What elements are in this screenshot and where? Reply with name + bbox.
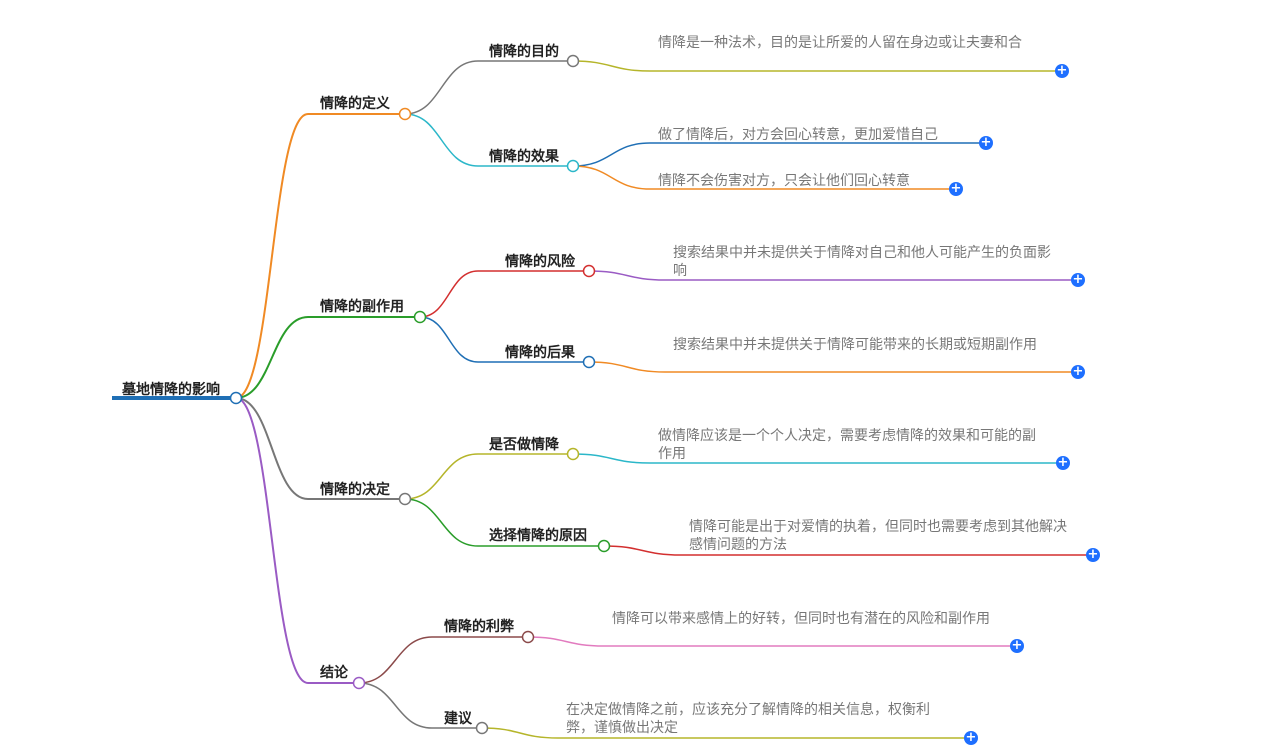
subtopic: 情降的后果 <box>505 345 575 361</box>
subtopic: 情降的目的 <box>489 44 559 60</box>
expand-plus-icon[interactable]: + <box>979 135 993 150</box>
leaf-text: 情降可以带来感情上的好转，但同时也有潜在的风险和副作用 <box>612 611 990 627</box>
subtopic-connector <box>404 498 479 547</box>
subtopic: 是否做情降 <box>489 437 559 453</box>
subtopic-connector <box>404 113 479 167</box>
branch-topic: 结论 <box>320 665 348 681</box>
leaf-connector <box>527 636 605 647</box>
leaf-connector <box>572 142 651 167</box>
branch-connector <box>235 113 309 399</box>
subtopic-node <box>566 159 580 173</box>
leaf-connector <box>572 453 651 464</box>
expand-plus-icon[interactable]: + <box>1071 364 1085 379</box>
expand-plus-icon[interactable]: + <box>1056 455 1070 470</box>
expand-plus-icon[interactable]: + <box>1071 272 1085 287</box>
branch-node <box>413 310 427 324</box>
expand-plus-icon[interactable]: + <box>964 730 978 745</box>
expand-plus-icon[interactable]: + <box>1055 63 1069 78</box>
leaf-text: 搜索结果中并未提供关于情降对自己和他人可能产生的负面影响 <box>673 245 1051 279</box>
subtopic-connector <box>404 453 479 500</box>
subtopic-node <box>566 54 580 68</box>
root-node <box>229 391 243 405</box>
subtopic-connector <box>419 316 479 363</box>
subtopic: 情降的风险 <box>505 254 575 270</box>
subtopic-connector <box>358 682 433 729</box>
leaf-text: 情降不会伤害对方，只会让他们回心转意 <box>658 173 910 189</box>
leaf-text: 在决定做情降之前，应该充分了解情降的相关信息，权衡利弊，谨慎做出决定 <box>566 702 930 736</box>
branch-node <box>398 107 412 121</box>
branch-topic: 情降的副作用 <box>320 299 404 315</box>
leaf-text: 做了情降后，对方会回心转意，更加爱惜自己 <box>658 127 938 143</box>
subtopic: 建议 <box>444 711 472 727</box>
branch-node <box>352 676 366 690</box>
branch-topic: 情降的定义 <box>320 96 390 112</box>
subtopic-node <box>521 630 535 644</box>
expand-plus-icon[interactable]: + <box>949 181 963 196</box>
subtopic-node <box>582 355 596 369</box>
leaf-text: 情降是一种法术，目的是让所爱的人留在身边或让夫妻和合 <box>658 35 1022 51</box>
leaf-connector <box>603 545 682 556</box>
branch-connector <box>235 316 309 399</box>
branch-topic: 情降的决定 <box>320 482 390 498</box>
leaf-connector <box>572 165 651 190</box>
leaf-connector <box>588 361 666 373</box>
subtopic: 情降的利弊 <box>444 619 514 635</box>
subtopic-node <box>597 539 611 553</box>
subtopic-node <box>566 447 580 461</box>
leaf-connector <box>572 60 651 72</box>
subtopic-connector <box>358 636 433 684</box>
leaf-text: 情降可能是出于对爱情的执着，但同时也需要考虑到其他解决感情问题的方法 <box>689 519 1067 553</box>
subtopic-connector <box>404 60 479 115</box>
subtopic-node <box>582 264 596 278</box>
subtopic: 情降的效果 <box>489 149 559 165</box>
leaf-text: 做情降应该是一个个人决定，需要考虑情降的效果和可能的副作用 <box>658 428 1036 462</box>
expand-plus-icon[interactable]: + <box>1086 547 1100 562</box>
branch-connector <box>235 397 309 684</box>
subtopic: 选择情降的原因 <box>489 528 587 544</box>
leaf-connector <box>481 727 559 739</box>
leaf-connector <box>588 270 666 281</box>
subtopic-node <box>475 721 489 735</box>
leaf-text: 搜索结果中并未提供关于情降可能带来的长期或短期副作用 <box>673 337 1037 353</box>
branch-connector <box>235 397 309 500</box>
subtopic-connector <box>419 270 479 318</box>
expand-plus-icon[interactable]: + <box>1010 638 1024 653</box>
branch-node <box>398 492 412 506</box>
root-topic: 墓地情降的影响 <box>122 382 220 398</box>
